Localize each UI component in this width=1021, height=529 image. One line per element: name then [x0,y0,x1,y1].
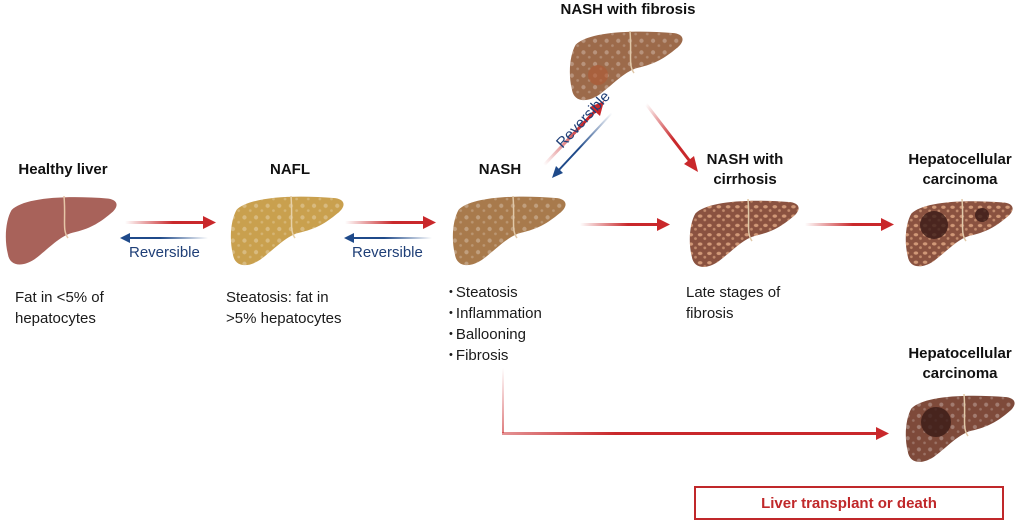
arrow-healthy-to-nafl [125,216,216,229]
title-line: NASH with [706,151,784,168]
title-line: Hepatocellular [908,151,1012,168]
description-line: fibrosis [686,305,734,322]
reversible-label-2: Reversible [352,244,423,261]
title-line: Hepatocellular [908,345,1012,362]
liver-nafl [230,195,344,266]
reversible-label-1: Reversible [129,244,200,261]
description-nafl: Steatosis: fat in >5% hepatocytes [226,287,342,329]
stage-title-hcc-bottom: Hepatocellular carcinoma [900,344,1020,384]
arrow-nafl-to-nash [345,216,436,229]
list-item: Fibrosis [449,345,542,366]
liver-nash-fibrosis [569,30,683,101]
description-line: >5% hepatocytes [226,310,342,327]
liver-nash [452,195,566,266]
title-line: cirrhosis [713,171,777,188]
liver-healthy [5,195,117,265]
stage-title-hcc-top: Hepatocellular carcinoma [900,150,1020,190]
arrow-nash-to-cirrhosis [580,218,670,231]
outcome-label: Liver transplant or death [761,494,937,512]
arrow-nash-to-nafl [344,233,432,243]
title-line: carcinoma [922,171,998,188]
description-line: Steatosis: fat in [226,289,329,306]
stage-title-nafl: NAFL [270,161,310,178]
list-item: Ballooning [449,324,542,345]
list-item: Inflammation [449,303,542,324]
liver-hcc-bottom [905,393,1015,462]
list-item: Steatosis [449,282,542,303]
description-nash-cirrhosis: Late stages of fibrosis [686,282,780,324]
outcome-box: Liver transplant or death [694,486,1004,520]
arrow-fibrosis-to-cirrhosis [644,103,698,172]
description-line: Fat in <5% of [15,289,104,306]
stage-title-nash: NASH [478,161,522,178]
arrow-nafl-to-healthy [120,233,208,243]
arrow-nash-to-fibrosis [542,101,604,167]
description-healthy: Fat in <5% of hepatocytes [15,287,104,329]
arrow-nash-to-hcc-direct [502,368,889,440]
liver-nash-cirrhosis [689,198,799,267]
stage-title-nash-fibrosis: NASH with fibrosis [560,1,696,18]
nash-feature-list: Steatosis Inflammation Ballooning Fibros… [449,282,542,366]
arrow-cirrhosis-to-hcc [805,218,894,231]
stage-title-nash-cirrhosis: NASH with cirrhosis [690,150,800,190]
title-line: carcinoma [922,365,998,382]
arrow-fibrosis-to-nash [552,112,613,178]
description-line: Late stages of [686,284,781,301]
description-line: hepatocytes [15,310,96,327]
liver-hcc-top [905,198,1013,267]
stage-title-healthy: Healthy liver [18,161,108,178]
